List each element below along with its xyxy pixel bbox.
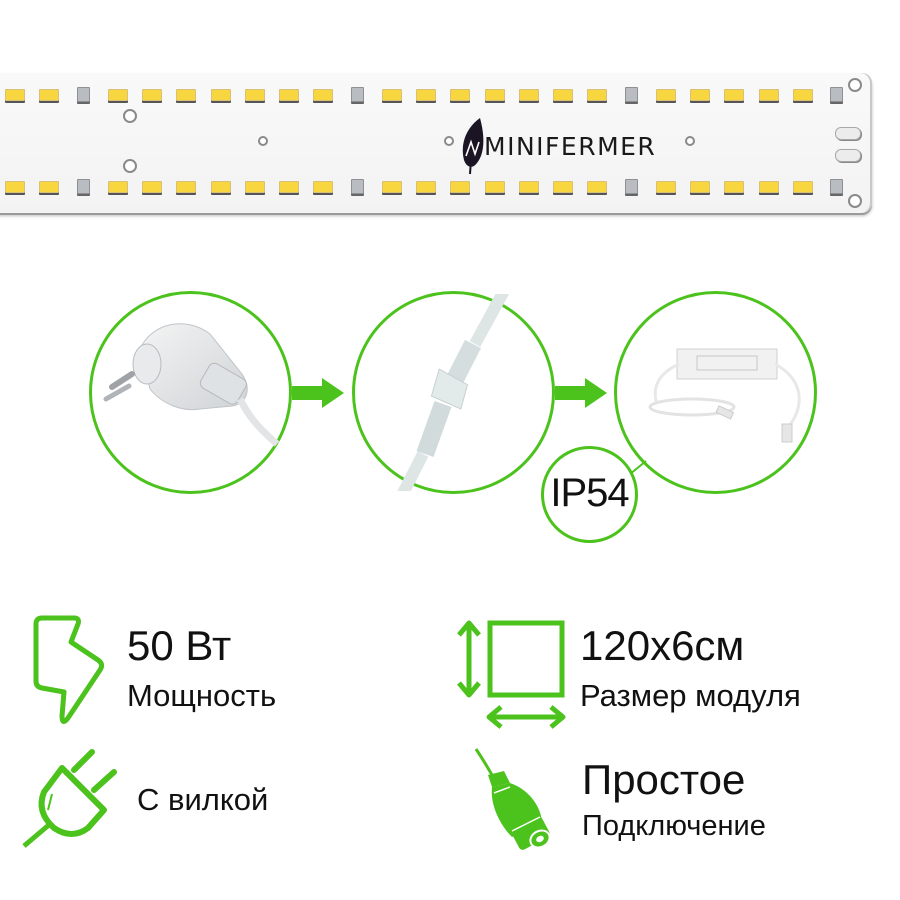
power-value: 50 Вт — [127, 622, 232, 669]
led-chip — [313, 181, 334, 193]
dimensions-icon — [457, 620, 566, 729]
led-chip — [792, 89, 813, 101]
led-chip — [39, 89, 60, 101]
led-chip — [5, 181, 25, 193]
led-chip — [416, 89, 436, 101]
led-chip — [381, 181, 402, 193]
size-label: Размер модуля — [580, 678, 801, 713]
led-chip — [142, 181, 162, 193]
sensor-chip — [76, 87, 90, 102]
brand-logo: MINIFERMER — [458, 116, 656, 176]
arrow-right-icon — [292, 378, 344, 408]
driver-image — [648, 348, 801, 443]
connector-image — [394, 286, 511, 502]
euro-plug-image — [103, 323, 280, 447]
sensor-chip — [350, 87, 364, 102]
brand-name: MINIFERMER — [484, 131, 657, 161]
led-chip — [244, 89, 265, 101]
connector-icon — [474, 748, 551, 850]
led-row-bottom — [0, 179, 900, 195]
plug-label: С вилкой — [137, 782, 269, 817]
lightning-icon — [33, 615, 105, 724]
sensor-chip — [76, 179, 90, 194]
led-chip — [587, 181, 608, 193]
mount-hole — [258, 136, 268, 146]
step-circle-plug — [89, 291, 292, 494]
plug-icon — [22, 749, 117, 848]
led-chip — [176, 89, 197, 101]
sensor-chip — [350, 179, 364, 194]
led-chip — [553, 89, 573, 101]
led-chip — [553, 181, 573, 193]
sensor-chip — [624, 179, 638, 194]
mount-hole — [123, 159, 137, 173]
connector-slot — [835, 127, 861, 140]
arrow-right-icon — [555, 378, 607, 408]
led-chip — [107, 89, 128, 101]
led-chip — [450, 89, 471, 101]
led-chip — [210, 181, 231, 193]
led-chip — [792, 181, 813, 193]
led-chip — [758, 181, 779, 193]
connection-label: Подключение — [582, 810, 766, 842]
leaf-icon — [462, 118, 484, 175]
led-chip — [313, 89, 334, 101]
sensor-chip — [624, 87, 638, 102]
mount-hole — [444, 136, 454, 146]
led-chip — [381, 89, 402, 101]
led-chip — [39, 181, 60, 193]
led-chip — [210, 89, 231, 101]
ip-rating-badge: IP54 — [541, 446, 638, 543]
led-chip — [655, 181, 676, 193]
ip-rating-text: IP54 — [550, 471, 629, 515]
led-chip — [758, 89, 779, 101]
led-chip — [690, 181, 710, 193]
led-chip — [176, 181, 197, 193]
led-chip — [450, 181, 471, 193]
led-chip — [518, 89, 539, 101]
led-chip — [142, 89, 162, 101]
size-value: 120x6см — [580, 622, 745, 669]
led-chip — [484, 89, 505, 101]
led-chip — [416, 181, 436, 193]
mount-hole — [685, 136, 695, 146]
led-chip — [518, 181, 539, 193]
led-chip — [587, 89, 608, 101]
step-circle-driver — [614, 291, 817, 494]
led-chip — [484, 181, 505, 193]
connection-value: Простое — [582, 756, 746, 803]
led-chip — [724, 181, 745, 193]
mount-hole — [123, 109, 137, 123]
sensor-chip — [830, 179, 843, 194]
mount-hole — [848, 78, 862, 92]
led-chip — [724, 89, 745, 101]
led-row-top — [0, 87, 900, 103]
led-chip — [244, 181, 265, 193]
led-chip — [655, 89, 676, 101]
led-chip — [279, 181, 299, 193]
sensor-chip — [830, 87, 843, 102]
led-chip — [107, 181, 128, 193]
power-label: Мощность — [127, 678, 277, 713]
connector-slot — [835, 149, 861, 162]
led-chip — [5, 89, 25, 101]
step-circle-connector — [352, 286, 555, 502]
led-chip — [690, 89, 710, 101]
mount-hole — [848, 194, 862, 208]
led-chip — [279, 89, 299, 101]
